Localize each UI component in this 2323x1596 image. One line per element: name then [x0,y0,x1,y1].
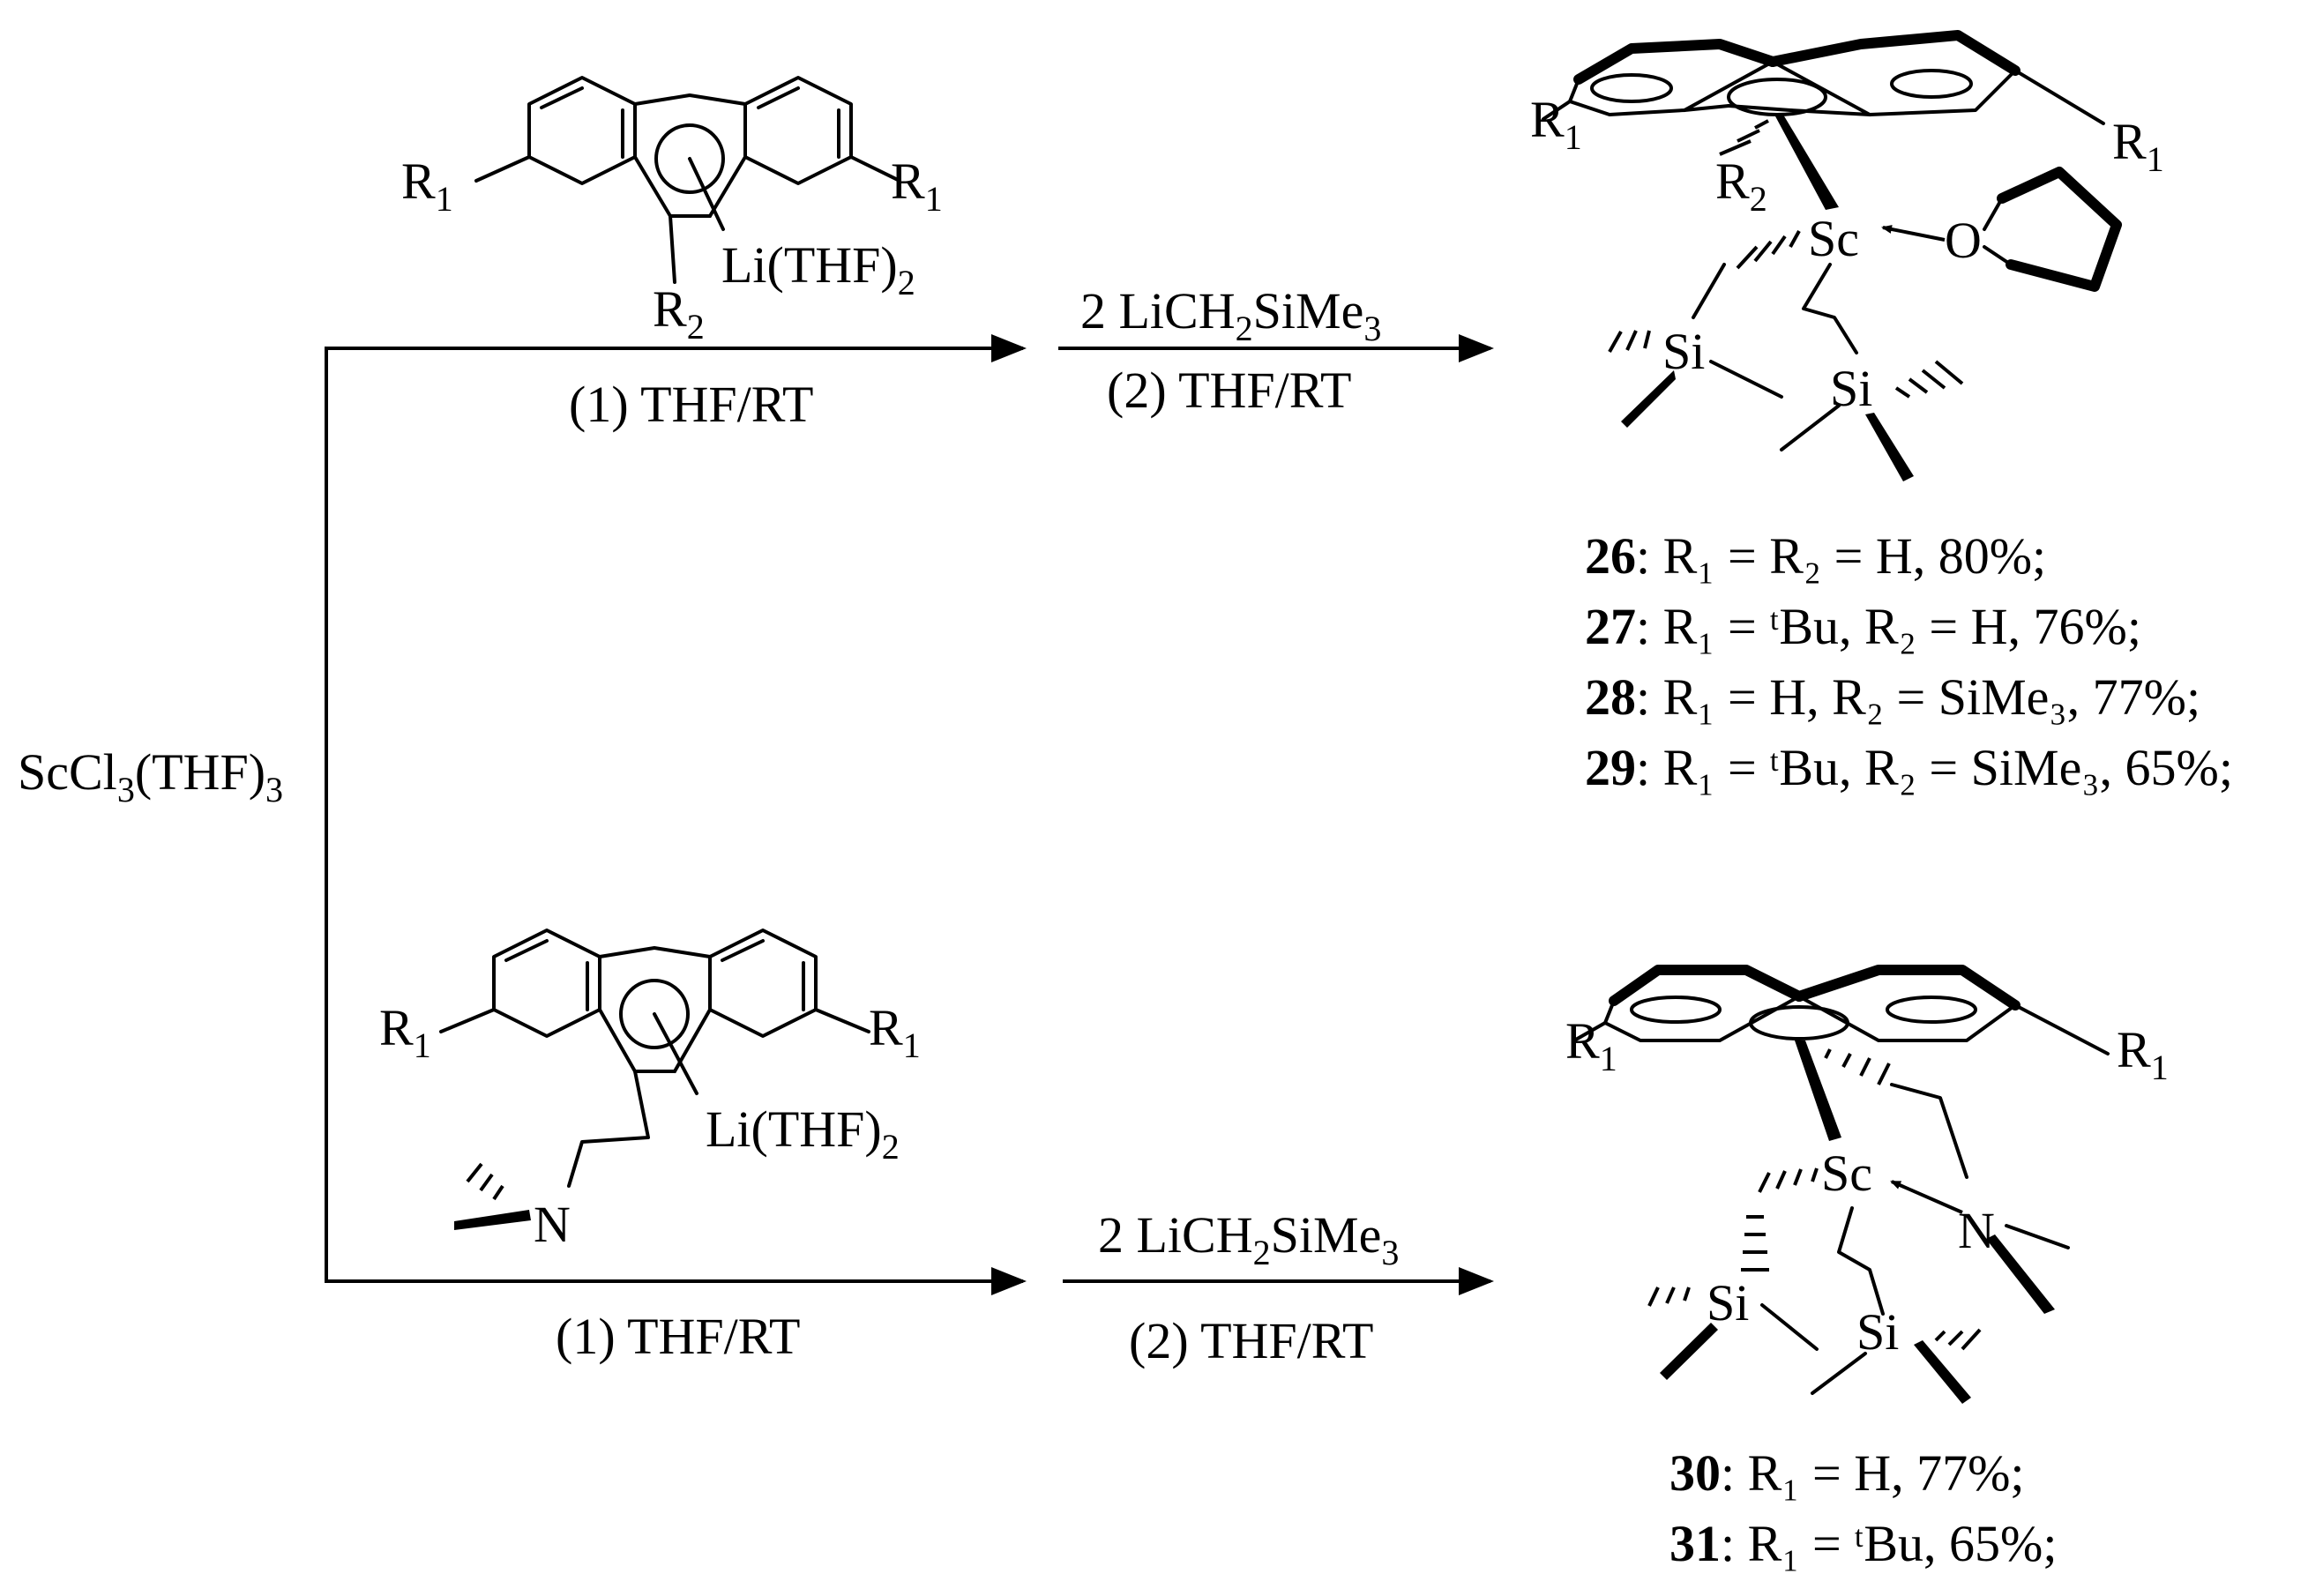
top-reagent-Li: Li(THF)2 [721,236,915,302]
bottom-product-Si-left: Si [1707,1274,1749,1331]
top-step2-label: (2) THF/RT [1107,362,1351,419]
bottom-product-Si-right: Si [1856,1303,1899,1361]
bottom-step2-label: (2) THF/RT [1129,1312,1373,1369]
bottom-reagent-R1-left: R1 [379,999,431,1065]
top-product-R1-left: R1 [1530,91,1582,157]
top-compound-list: 26: R₁ = R₂ = H, 80%; 27: R₁ = ᵗBu, R₂ =… [1585,527,2233,796]
bottom-product-structure [1572,965,2110,1404]
top-product-Si-right: Si [1830,360,1872,417]
compound-27: 27: R₁ = ᵗBu, R₂ = H, 76%; [1585,598,2141,655]
branch-lines [325,334,1494,1295]
compound-28: 28: R₁ = H, R₂ = SiMe₃, 77%; [1585,668,2200,726]
bottom-product-N: N [1958,1202,1995,1259]
compound-26: 26: R₁ = R₂ = H, 80%; [1585,527,2046,585]
top-product-Si-left: Si [1662,323,1705,380]
top-product-R1-right: R1 [2112,113,2164,179]
bottom-reagent-structure [439,929,870,1230]
top-reagent-R1-right: R1 [891,153,943,219]
top-product-Sc: Sc [1808,210,1859,267]
bottom-product-R1-left: R1 [1565,1012,1617,1078]
bottom-reagent-R1-right: R1 [869,999,921,1065]
bottom-reagent-Li: Li(THF)2 [706,1100,900,1167]
bottom-product-R1-right: R1 [2117,1021,2169,1087]
compound-31: 31: R₁ = ᵗBu, 65%; [1669,1515,2057,1572]
top-product-R2: R2 [1715,153,1767,219]
bottom-reagent-N: N [534,1196,571,1253]
top-reagent-R1-left: R1 [401,153,453,219]
top-reagent-structure [474,76,901,284]
top-product-structure [1542,30,2122,481]
compound-30: 30: R₁ = H, 77%; [1669,1444,2025,1502]
top-reagent-R2: R2 [653,280,705,347]
top-step2-reagent: 2 LiCH2SiMe3 [1080,282,1381,348]
bottom-step2-reagent: 2 LiCH2SiMe3 [1098,1206,1399,1272]
bottom-product-Sc: Sc [1821,1145,1872,1202]
start-material-label: ScCl3(THF)3 [18,743,283,809]
top-step1-label: (1) THF/RT [569,376,813,433]
compound-29: 29: R₁ = ᵗBu, R₂ = SiMe₃, 65%; [1585,739,2233,796]
bottom-compound-list: 30: R₁ = H, 77%; 31: R₁ = ᵗBu, 65%; [1669,1444,2057,1572]
top-product-O: O [1945,212,1982,269]
bottom-step1-label: (1) THF/RT [556,1308,800,1365]
